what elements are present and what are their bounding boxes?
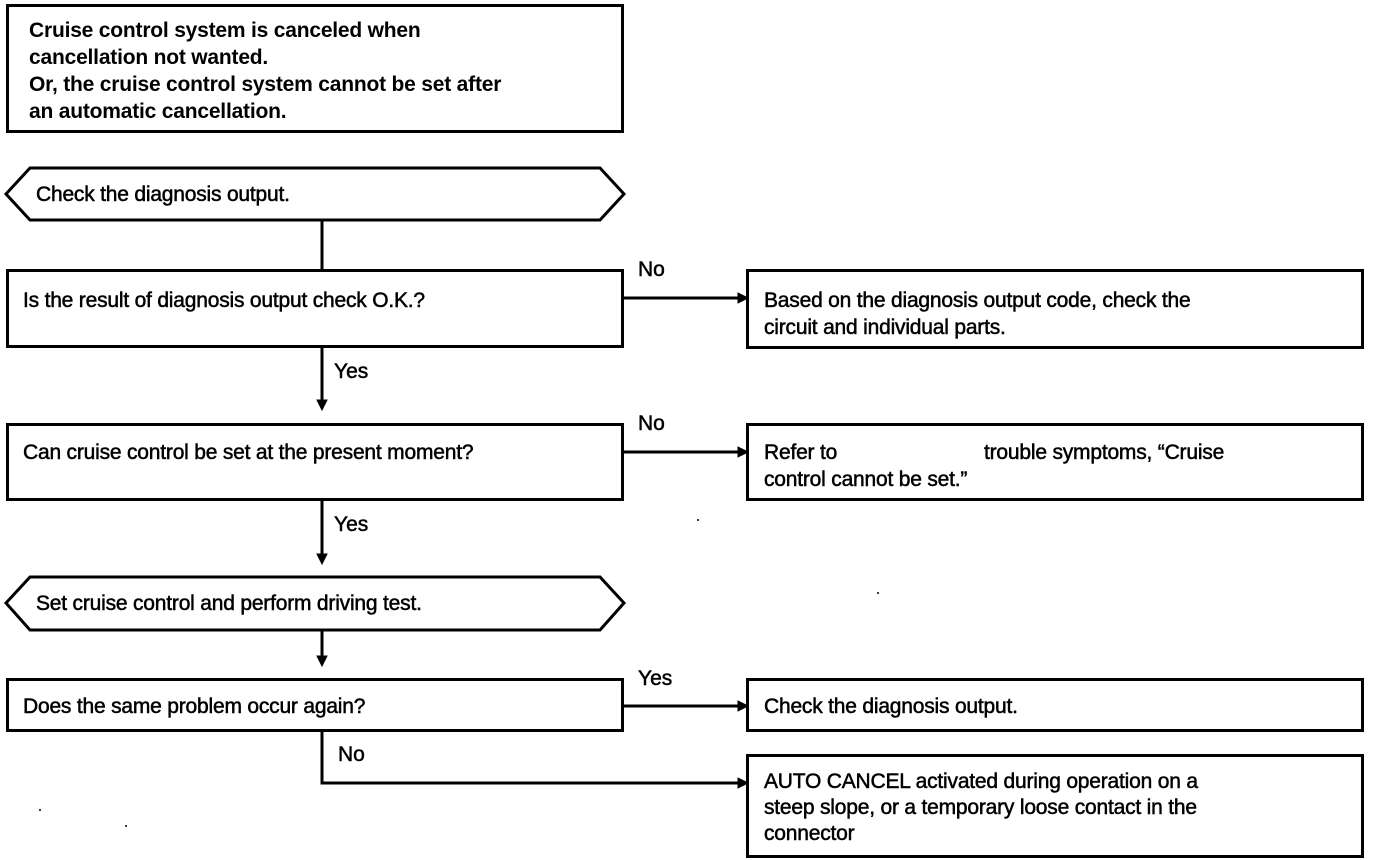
outcome-auto-cancel-box: AUTO CANCEL activated during operation o… xyxy=(746,754,1364,858)
question-same-problem-text: Does the same problem occur again? xyxy=(23,695,366,719)
arrowhead-test-to-q3 xyxy=(316,655,328,668)
branch-label-no: No xyxy=(638,258,665,282)
arrowhead-q3-yes xyxy=(737,700,750,712)
question-result-ok-box: Is the result of diagnosis output check … xyxy=(6,269,624,348)
speck xyxy=(697,519,699,521)
arrowhead-q2-no xyxy=(737,446,750,458)
arrowhead-q1-yes xyxy=(316,399,328,412)
arrowhead-q2-yes xyxy=(316,553,328,566)
title-box: Cruise control system is canceled when c… xyxy=(6,4,624,133)
branch-label-no: No xyxy=(638,412,665,436)
step-check-output-shape xyxy=(3,166,627,222)
question-same-problem-box: Does the same problem occur again? xyxy=(6,678,624,732)
branch-label-no: No xyxy=(338,743,365,767)
outcome-check-output-again-box: Check the diagnosis output. xyxy=(746,678,1364,732)
outcome-auto-cancel-text: AUTO CANCEL activated during operation o… xyxy=(764,770,1199,846)
branch-label-yes: Yes xyxy=(334,513,369,537)
question-result-ok-text: Is the result of diagnosis output check … xyxy=(23,289,426,313)
step-set-and-test-shape xyxy=(3,575,627,632)
outcome-check-circuit-box: Based on the diagnosis output code, chec… xyxy=(746,269,1364,349)
step-check-output-label: Check the diagnosis output. xyxy=(36,183,290,207)
outcome-refer-box: Refer to trouble symptoms, “Cruise contr… xyxy=(746,423,1364,501)
question-can-set-box: Can cruise control be set at the present… xyxy=(6,423,624,501)
step-set-and-test-label: Set cruise control and perform driving t… xyxy=(36,592,422,616)
arrowhead-q3-no xyxy=(737,777,750,789)
branch-label-yes: Yes xyxy=(638,667,673,691)
question-can-set-text: Can cruise control be set at the present… xyxy=(23,441,474,465)
outcome-check-circuit-text: Based on the diagnosis output code, chec… xyxy=(764,289,1191,340)
speck xyxy=(125,825,127,827)
outcome-refer-prefix: Refer to xyxy=(764,441,838,465)
title-box-text: Cruise control system is canceled when c… xyxy=(29,19,502,123)
speck xyxy=(39,809,41,811)
connector-q3-no xyxy=(320,732,740,785)
branch-label-yes: Yes xyxy=(334,360,369,384)
outcome-refer-suffix: trouble symptoms, “Cruise control cannot… xyxy=(764,441,1225,492)
outcome-check-output-again-text: Check the diagnosis output. xyxy=(764,695,1018,719)
arrowhead-q1-no xyxy=(737,292,750,304)
speck xyxy=(877,592,879,594)
